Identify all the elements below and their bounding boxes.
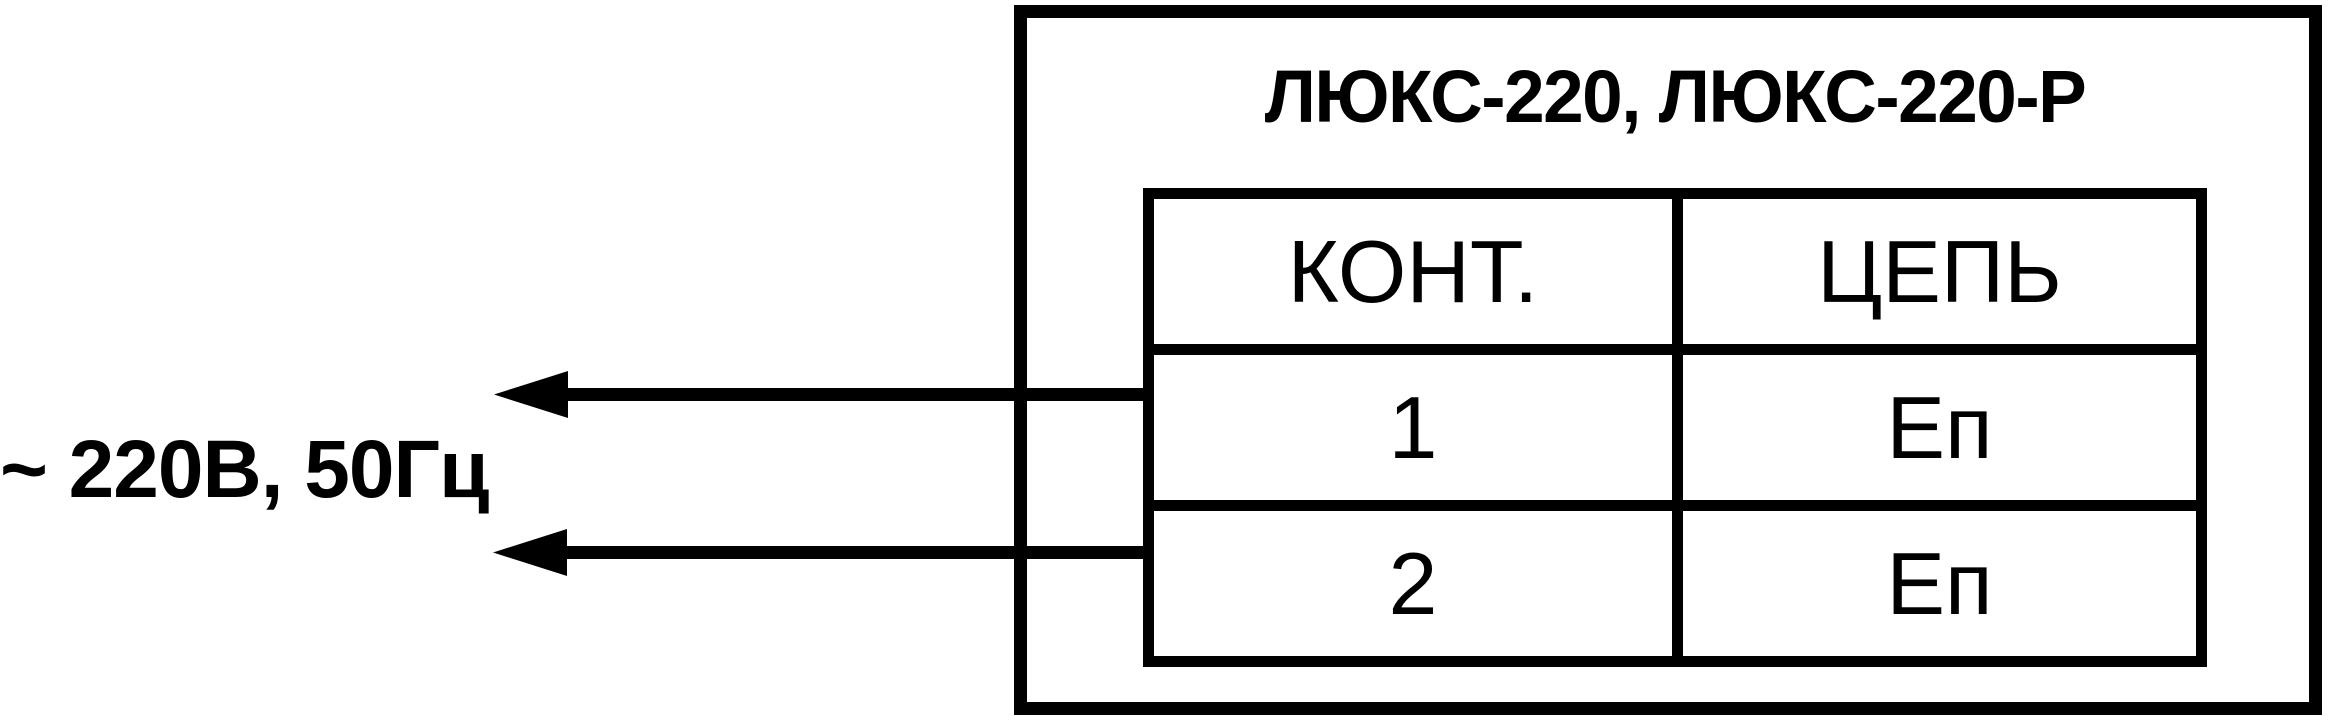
cell-contact-2: 2 [1143,500,1683,667]
supply-voltage-label: ~ 220В, 50Гц [0,424,489,515]
table-row: 1 Еп [1143,344,2207,511]
cell-contact-1: 1 [1143,344,1683,511]
table-header-row: КОНТ. ЦЕПЬ [1143,188,2207,355]
device-title: ЛЮКС-220, ЛЮКС-220-Р [1264,55,2087,138]
table-row: 2 Еп [1143,500,2207,667]
cell-circuit-1: Еп [1672,344,2207,511]
device-enclosure [1014,5,2322,715]
column-header-contact: КОНТ. [1143,188,1683,355]
connector-table: КОНТ. ЦЕПЬ 1 Еп 2 Еп [1143,188,2207,667]
column-header-circuit: ЦЕПЬ [1672,188,2207,355]
cell-circuit-2: Еп [1672,500,2207,667]
